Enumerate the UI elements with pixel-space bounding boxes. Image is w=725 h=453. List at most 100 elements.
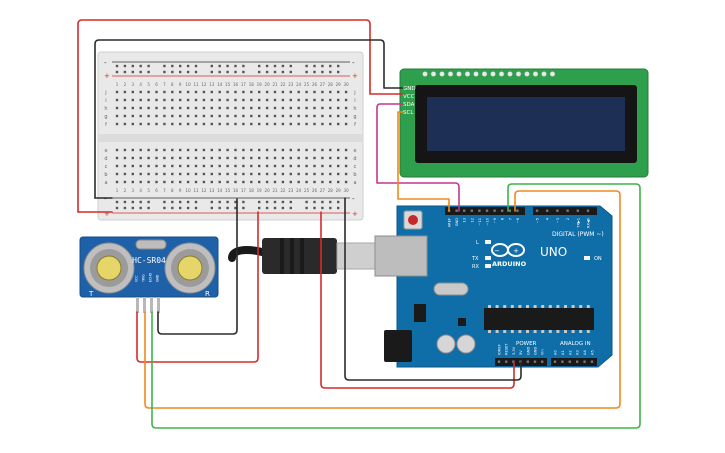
- breadboard-hole: [250, 122, 253, 126]
- column-number: 23: [288, 188, 294, 193]
- breadboard-hole: [147, 114, 150, 118]
- column-number: 11: [193, 82, 199, 87]
- bottom-rail-holes: [115, 200, 340, 210]
- rail-hole: [313, 206, 316, 210]
- rail-label-top-plus: +: [104, 72, 110, 80]
- rail-hole: [242, 70, 245, 74]
- breadboard-hole: [329, 164, 332, 168]
- rail-hole: [139, 206, 142, 210]
- chip-leg: [571, 305, 575, 308]
- breadboard-hole: [313, 148, 316, 152]
- breadboard-hole: [321, 106, 324, 110]
- breadboard-hole: [265, 172, 269, 176]
- wire-orange-scl: [397, 111, 450, 212]
- rail-hole: [337, 64, 340, 68]
- sensor-pin-label: VCC: [135, 275, 139, 282]
- column-number: 4: [139, 188, 142, 193]
- breadboard-hole: [186, 122, 190, 126]
- column-number: 3: [132, 188, 135, 193]
- breadboard-hole: [273, 148, 277, 152]
- lcd-header-pin: [473, 71, 479, 77]
- rail-hole: [179, 200, 182, 204]
- analog-pin-hole: [561, 360, 564, 363]
- rail-hole: [115, 206, 119, 210]
- breadboard-hole: [202, 106, 206, 110]
- breadboard-hole: [202, 164, 206, 168]
- row-letter: g: [353, 114, 356, 120]
- crystal-oscillator: [433, 282, 469, 296]
- breadboard-hole: [218, 172, 221, 176]
- digital-pin-label: 7: [508, 218, 512, 220]
- breadboard-hole: [171, 122, 174, 126]
- breadboard-hole: [139, 122, 142, 126]
- digital-pin-hole: [586, 209, 590, 212]
- digital-pin-hole: [470, 209, 473, 212]
- chip-leg: [503, 330, 507, 333]
- breadboard-hole: [163, 156, 166, 160]
- row-letter: d: [353, 156, 356, 162]
- row-letter: b: [353, 172, 356, 178]
- breadboard-hole: [242, 122, 245, 126]
- column-number: 26: [312, 188, 318, 193]
- rail-hole: [313, 200, 316, 204]
- breadboard-hole: [202, 114, 206, 118]
- breadboard-hole: [265, 148, 269, 152]
- breadboard-hole: [186, 106, 190, 110]
- rail-hole: [289, 200, 292, 204]
- wires: [77, 19, 641, 429]
- breadboard-hole: [171, 106, 174, 110]
- chip-leg: [510, 330, 514, 333]
- breadboard-hole: [321, 148, 324, 152]
- breadboard-hole: [234, 180, 237, 184]
- analog-pin-label: A0: [554, 350, 558, 355]
- chip-leg: [495, 305, 499, 308]
- breadboard-hole: [337, 114, 340, 118]
- digital-header-label: DIGITAL (PWM ~): [552, 231, 604, 238]
- digital-pin-label: ~3: [556, 218, 560, 223]
- breadboard-hole: [155, 90, 158, 94]
- column-number: 3: [132, 82, 135, 87]
- breadboard-hole: [147, 164, 150, 168]
- rail-hole: [265, 206, 269, 210]
- breadboard-hole: [210, 90, 213, 94]
- breadboard-hole: [179, 114, 182, 118]
- breadboard-hole: [281, 180, 285, 184]
- breadboard-hole: [250, 164, 253, 168]
- rail-label-bottom-minus-right: -: [352, 195, 355, 203]
- breadboard-hole: [273, 164, 277, 168]
- breadboard-hole: [186, 114, 190, 118]
- breadboard-hole: [265, 90, 269, 94]
- breadboard-hole: [155, 122, 158, 126]
- digital-pin-label: ~9: [493, 217, 497, 223]
- breadboard-hole: [297, 172, 300, 176]
- digital-pin-label: 2: [566, 218, 570, 220]
- breadboard-hole: [313, 98, 316, 102]
- breadboard-hole: [297, 164, 300, 168]
- breadboard: - + - + 11223344556677889910101111121213…: [97, 51, 364, 221]
- breadboard-hole: [242, 148, 245, 152]
- breadboard-hole: [218, 180, 221, 184]
- breadboard-hole: [281, 148, 285, 152]
- chip-leg: [518, 305, 522, 308]
- column-number: 28: [328, 188, 334, 193]
- breadboard-hole: [131, 122, 134, 126]
- reset-button[interactable]: [408, 215, 418, 225]
- breadboard-hole: [289, 156, 292, 160]
- breadboard-hole: [250, 156, 253, 160]
- lcd-header-pin: [439, 71, 445, 77]
- breadboard-hole: [226, 164, 229, 168]
- breadboard-hole: [171, 164, 174, 168]
- wire-red-lcd-vcc: [77, 19, 404, 213]
- usb-plug-body: [262, 238, 337, 274]
- sensor-transducer-left-mesh: [96, 255, 122, 281]
- breadboard-hole: [289, 98, 292, 102]
- breadboard-hole: [163, 90, 166, 94]
- capacitor-2: [456, 334, 476, 354]
- rail-hole: [234, 206, 237, 210]
- lcd-header-pin: [532, 71, 539, 77]
- breadboard-hole: [139, 164, 142, 168]
- breadboard-hole: [218, 114, 221, 118]
- breadboard-hole: [305, 172, 308, 176]
- breadboard-hole: [281, 114, 285, 118]
